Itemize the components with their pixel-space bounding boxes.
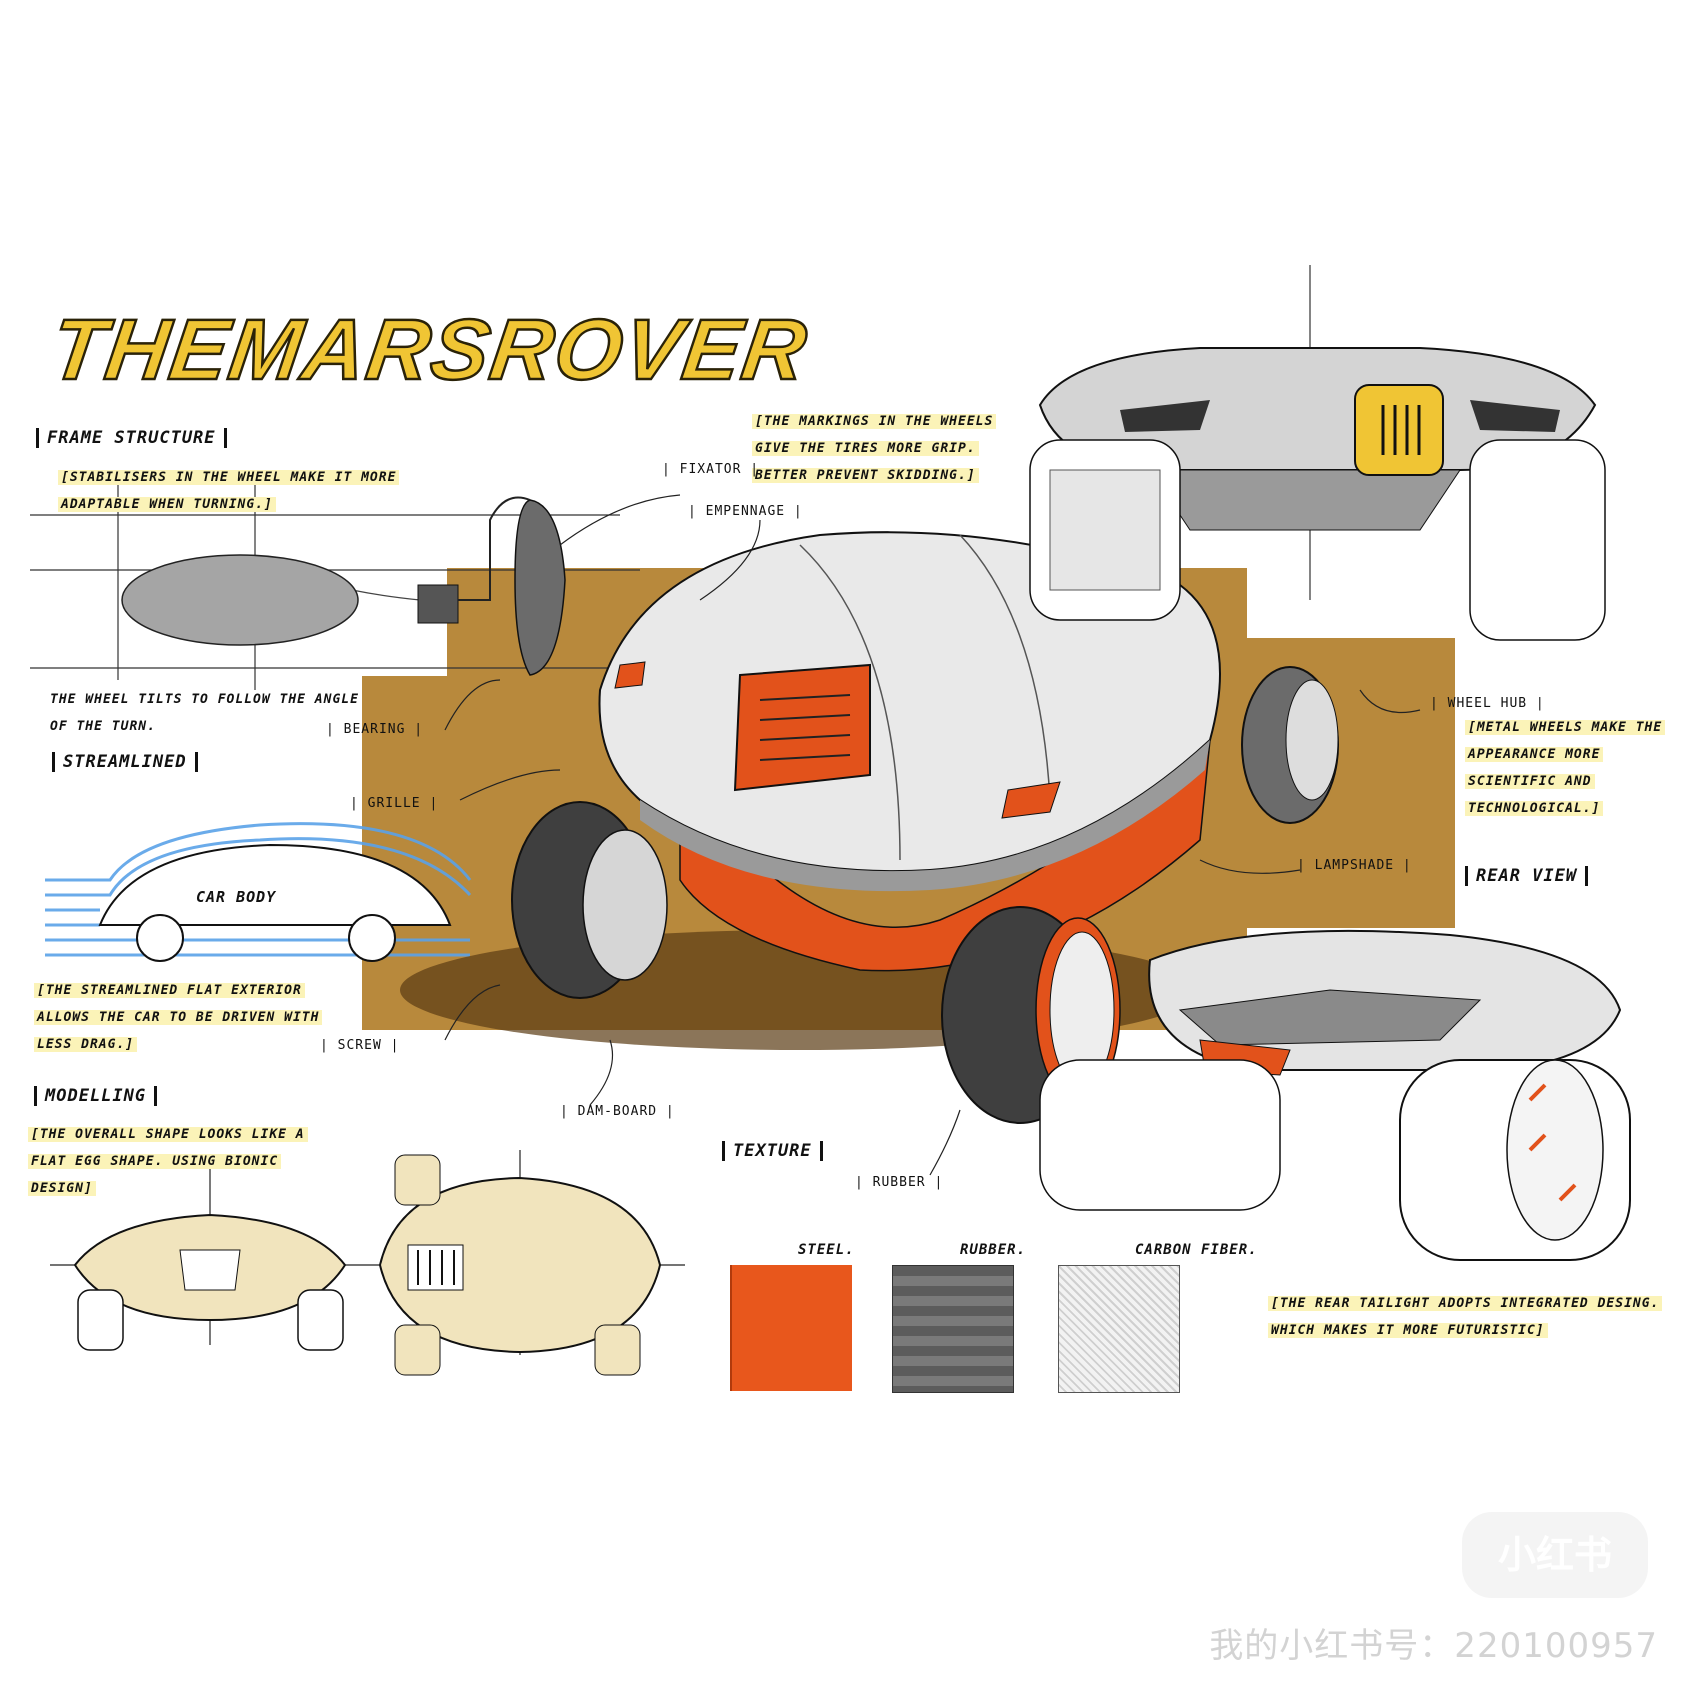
fixator-arm: [458, 496, 531, 601]
section-heading-modelling: MODELLING: [34, 1086, 158, 1106]
material-label-steel: STEEL.: [798, 1242, 855, 1258]
note-rear-taillight: [THE REAR TAILIGHT ADOPTS INTEGRATED DES…: [1268, 1296, 1663, 1338]
swatch-rubber: [892, 1265, 1014, 1393]
stabiliser-body: [121, 554, 359, 646]
section-heading-rear-view: REAR VIEW: [1465, 866, 1589, 886]
bearing-part: [417, 584, 459, 624]
label-dam-board: DAM-BOARD: [560, 1104, 675, 1119]
section-heading-texture: TEXTURE: [722, 1141, 823, 1161]
front-view-sketch: [1029, 265, 1606, 641]
swatch-carbon-fiber: [1058, 1265, 1180, 1393]
car-body-wheel-rear: [348, 914, 396, 962]
car-body-outline: [98, 843, 452, 926]
rover-side-light: [1001, 781, 1061, 819]
label-car-body: CAR BODY: [196, 888, 277, 906]
rover-front-light: [614, 661, 646, 689]
car-body-wheel-front: [136, 914, 184, 962]
label-lampshade: LAMPSHADE: [1297, 858, 1412, 873]
watermark-badge: 小红书: [1462, 1512, 1648, 1598]
label-bearing: BEARING: [326, 722, 423, 737]
rover-grille-slats: [759, 694, 851, 761]
wheel-side-disc: [514, 499, 566, 676]
modelling-sketch: [50, 1150, 685, 1376]
modelling-top-view: [378, 1176, 662, 1354]
label-empennage: EMPENNAGE: [688, 504, 803, 519]
watermark-account-text: 我的小红书号：220100957: [1209, 1626, 1658, 1666]
section-heading-frame-structure: FRAME STRUCTURE: [36, 428, 227, 448]
front-view-yellow-grille: [1354, 384, 1444, 476]
rover-shell-shading: [640, 740, 1210, 892]
note-wheel-tilts: THE WHEEL TILTS TO FOLLOW THE ANGLE OF T…: [50, 692, 359, 734]
rear-view-sketch: [1039, 929, 1631, 1261]
note-overall-shape: [THE OVERALL SHAPE LOOKS LIKE A FLAT EGG…: [28, 1127, 308, 1196]
material-label-carbon-fiber: CARBON FIBER.: [1135, 1242, 1258, 1258]
label-fixator: FIXATOR: [662, 462, 759, 477]
swatch-steel: [730, 1265, 852, 1391]
label-rubber: RUBBER: [855, 1175, 943, 1190]
note-stabilisers: [STABILISERS IN THE WHEEL MAKE IT MORE A…: [58, 470, 400, 512]
note-metal-wheels: [METAL WHEELS MAKE THE APPEARANCE MORE S…: [1465, 720, 1666, 816]
label-wheel-hub: WHEEL HUB: [1430, 696, 1545, 711]
note-wheel-markings: [THE MARKINGS IN THE WHEELS GIVE THE TIR…: [752, 414, 997, 483]
material-label-rubber: RUBBER.: [960, 1242, 1027, 1258]
label-screw: SCREW: [320, 1038, 399, 1053]
airflow-lines: [45, 822, 472, 957]
rover-grille-frame: [733, 663, 871, 792]
label-grille: GRILLE: [350, 796, 438, 811]
note-streamlined: [THE STREAMLINED FLAT EXTERIOR ALLOWS TH…: [34, 983, 323, 1052]
section-heading-streamlined: STREAMLINED: [52, 752, 198, 772]
leader-lines: [444, 494, 1421, 1176]
